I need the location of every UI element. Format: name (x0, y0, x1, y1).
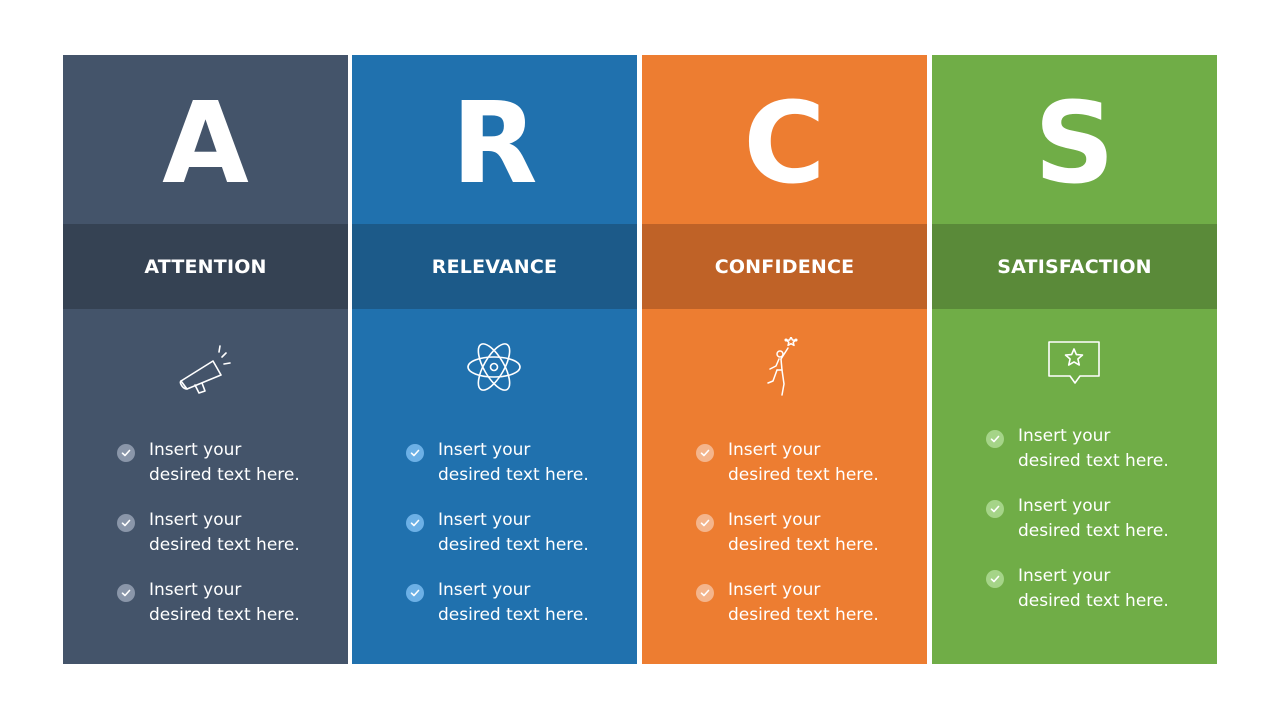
list-item-text: Insert your desired text here. (728, 580, 879, 625)
column-letter: A (162, 78, 249, 209)
check-icon (117, 514, 135, 532)
column-title: CONFIDENCE (642, 224, 927, 309)
list-item: Insert your desired text here. (696, 508, 921, 578)
check-icon (696, 514, 714, 532)
list-item-text: Insert your desired text here. (149, 440, 300, 485)
list-item-text: Insert your desired text here. (149, 580, 300, 625)
list-item: Insert your desired text here. (406, 438, 631, 508)
column-title: SATISFACTION (932, 224, 1217, 309)
column-title: ATTENTION (63, 224, 348, 309)
check-icon (986, 500, 1004, 518)
bullet-list: Insert your desired text here. Insert yo… (986, 424, 1211, 634)
list-item-text: Insert your desired text here. (438, 510, 589, 555)
list-item: Insert your desired text here. (696, 438, 921, 508)
megaphone-icon (175, 337, 235, 397)
list-item-text: Insert your desired text here. (438, 440, 589, 485)
bullet-list: Insert your desired text here. Insert yo… (406, 438, 631, 648)
list-item-text: Insert your desired text here. (1018, 426, 1169, 471)
list-item: Insert your desired text here. (696, 578, 921, 648)
reaching-star-icon (754, 337, 814, 397)
column-satisfaction: S SATISFACTION Insert your desired text … (932, 55, 1217, 664)
bullet-list: Insert your desired text here. Insert yo… (117, 438, 342, 648)
column-letter: C (743, 78, 826, 209)
column-title: RELEVANCE (352, 224, 637, 309)
list-item-text: Insert your desired text here. (438, 580, 589, 625)
list-item-text: Insert your desired text here. (728, 440, 879, 485)
column-relevance: R RELEVANCE Insert your desired text her… (352, 55, 637, 664)
check-icon (406, 584, 424, 602)
list-item-text: Insert your desired text here. (149, 510, 300, 555)
list-item: Insert your desired text here. (117, 438, 342, 508)
column-attention: A ATTENTION Insert your desired text her… (63, 55, 348, 664)
list-item-text: Insert your desired text here. (728, 510, 879, 555)
list-item: Insert your desired text here. (986, 494, 1211, 564)
column-letter: S (1034, 78, 1115, 209)
list-item-text: Insert your desired text here. (1018, 496, 1169, 541)
column-letter: R (451, 78, 538, 209)
list-item-text: Insert your desired text here. (1018, 566, 1169, 611)
atom-icon (464, 337, 524, 397)
list-item: Insert your desired text here. (986, 424, 1211, 494)
star-speech-bubble-icon (1044, 337, 1104, 397)
bullet-list: Insert your desired text here. Insert yo… (696, 438, 921, 648)
list-item: Insert your desired text here. (406, 508, 631, 578)
check-icon (406, 514, 424, 532)
list-item: Insert your desired text here. (986, 564, 1211, 634)
column-confidence: C CONFIDENCE Insert your desired text he… (642, 55, 927, 664)
list-item: Insert your desired text here. (117, 578, 342, 648)
check-icon (406, 444, 424, 462)
check-icon (696, 444, 714, 462)
check-icon (696, 584, 714, 602)
check-icon (117, 584, 135, 602)
check-icon (117, 444, 135, 462)
list-item: Insert your desired text here. (406, 578, 631, 648)
check-icon (986, 430, 1004, 448)
check-icon (986, 570, 1004, 588)
list-item: Insert your desired text here. (117, 508, 342, 578)
